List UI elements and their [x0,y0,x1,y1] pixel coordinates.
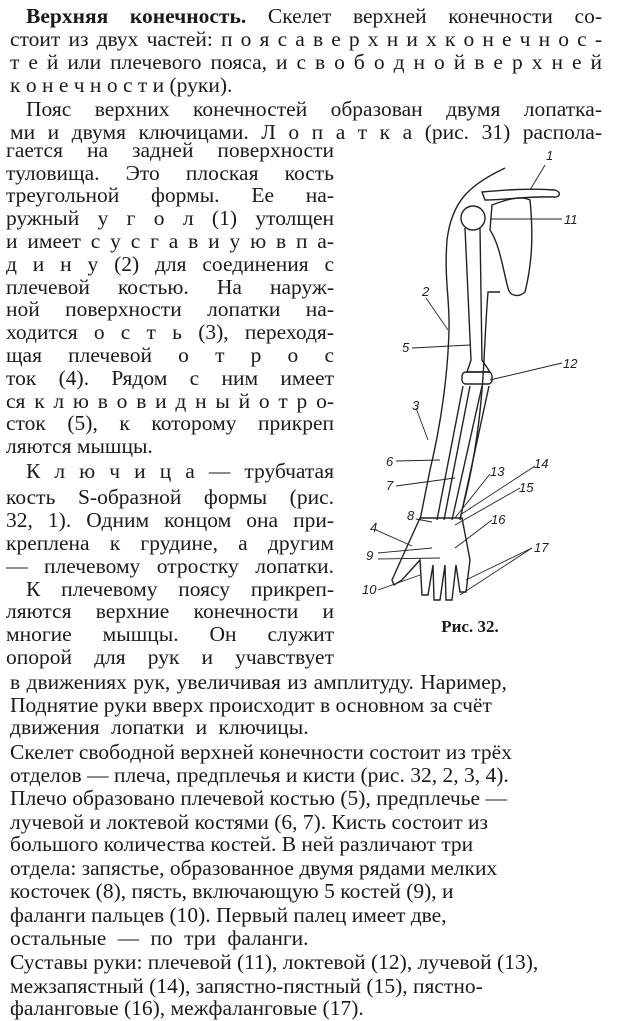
scapula [489,197,533,297]
text-line: К плечевому поясу прикреп- [26,577,334,601]
text-line: Скелет свободной верхней конечности сост… [10,740,512,764]
label-16: 16 [491,512,506,527]
arm-outline [419,167,506,521]
text-line: ток (4). Рядом с ним имеет [6,366,334,390]
label-6: 6 [386,454,394,469]
label-10: 10 [362,582,377,597]
text-line: многие мышцы. Он служит [6,622,334,646]
text-line: косточек (8), пясть, включающую 5 костей… [10,879,454,903]
text-line: туловища. Это плоская кость [6,161,334,185]
label-7: 7 [386,478,394,493]
label-4: 4 [370,520,377,535]
label-2: 2 [421,284,430,299]
text-line: отделов — плеча, предплечья и кисти (рис… [10,763,509,787]
text-line: ружный у г о л (1) утолщен [6,206,334,230]
text-line: — плечевому отростку лопатки. [6,554,334,578]
text-line: лучевой и локтевой костями (6, 7). Кисть… [10,810,489,834]
label-8: 8 [407,508,415,523]
radius [436,385,471,521]
text-line: фаланги пальцев (10). Первый палец имеет… [10,903,447,927]
text-line: Поднятие руки вверх происходит в основно… [10,693,492,717]
text-line: плечевой костью. На наруж- [6,275,334,299]
label-11: 11 [564,212,578,227]
text-line: межзапястный (14), запястно-пястный (15)… [10,974,483,998]
text-line: т е й или плечевого пояса, и с в о б о д… [10,50,602,74]
figure-caption: Рис. 32. [441,617,499,636]
text-line: щая плечевой о т р о с [6,343,334,367]
text-line: Суставы руки: плечевой (11), локтевой (1… [10,950,539,974]
text-line: фаланговые (16), межфаланговые (17). [10,996,364,1020]
text-line: Пояс верхних конечностей образован двумя… [26,97,602,121]
text-line: треугольной формы. Ее на- [6,183,334,207]
label-12: 12 [563,356,578,371]
ulna [451,385,490,521]
text-line: отдела: запястье, образованное двумя ряд… [10,856,498,880]
text-line: 32, 1). Одним концом она при- [6,508,334,532]
text-line: ходится о с т ь (3), переходя- [6,320,334,344]
label-13: 13 [490,464,505,479]
arm-skeleton-figure: 1 2 3 4 5 6 7 8 9 10 11 12 13 14 15 16 1… [362,148,578,601]
text-line: ной поверхности лопатки на- [6,297,334,321]
text-span: Скелет верхней конечности со- [246,4,603,28]
text-line: движения лопатки и ключицы. [10,715,309,739]
label-9: 9 [366,548,373,563]
text-line: ляются мышцы. [6,434,153,458]
text-line: ми и двумя ключицами. Л о п а т к а (рис… [10,120,602,144]
text-line: Плечо образовано плечевой костью (5), пр… [10,786,507,810]
text-line: стоит из двух частей: п о я с а в е р х … [10,27,602,51]
text-line: опорой для рук и учавствует [6,645,334,669]
text-line: большого количества костей. В ней различ… [10,832,474,856]
text-line: К л ю ч и ц а — трубчатая [26,459,334,483]
label-1: 1 [546,148,553,163]
label-17: 17 [534,540,549,555]
text-line: ся к л ю в о в и д н ы й о т р о- [6,389,334,413]
text-line: Верхняя конечность. Скелет верхней конеч… [26,4,602,28]
label-15: 15 [519,480,534,495]
section-heading: Верхняя конечность. [26,4,247,28]
text-line: остальные — по три фаланги. [10,926,309,950]
label-14: 14 [534,456,548,471]
text-line: д и н у (2) для соединения с [6,252,334,276]
text-line: гается на задней поверхности [6,138,334,162]
label-5: 5 [402,340,410,355]
humerus-head [460,205,486,231]
text-line: кость S-образной формы (рис. [6,485,334,509]
text-line: креплена к грудине, а другим [6,531,334,555]
text-line: в движениях рук, увеличивая из амплитуду… [10,670,507,694]
humerus [464,227,492,373]
label-3: 3 [412,398,420,413]
elbow-joint [461,371,493,385]
text-line: ляются верхние конечности и [6,599,334,623]
text-line: сток (5), к которому прикреп [6,411,334,435]
text-line: и имеет с у с г а в и у ю в п а- [6,229,334,253]
text-line: к о н е ч н о с т и (руки). [10,73,233,97]
